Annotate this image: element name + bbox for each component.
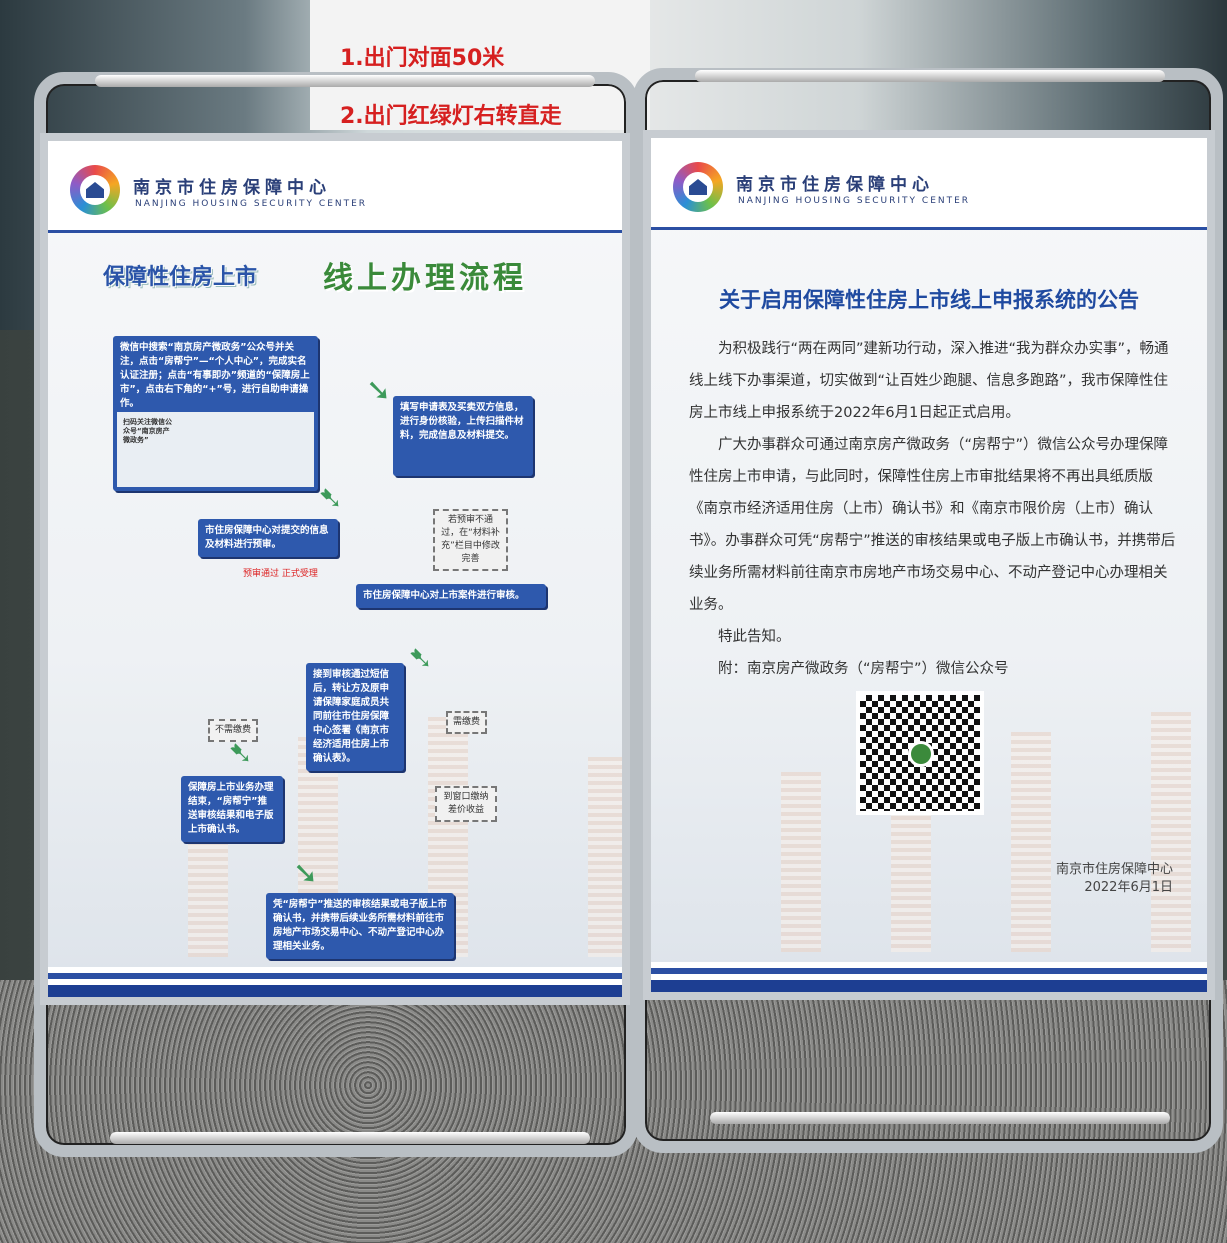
flow-title: 保障性住房上市 — [103, 265, 258, 290]
wechat-qr-code-icon[interactable] — [856, 691, 984, 815]
step-text: 微信中搜索“南京房产微政务”公众号并关注，点击“房帮宁”—“个人中心”，完成实名… — [120, 342, 310, 409]
right-poster: 南京市住房保障中心 NANJING HOUSING SECURITY CENTE… — [643, 130, 1215, 1000]
app-screenshot: 扫码关注微信公众号“南京房产微政务” — [117, 412, 314, 487]
left-poster: 南京市住房保障中心 NANJING HOUSING SECURITY CENTE… — [40, 133, 630, 1005]
paragraph: 特此告知。 — [718, 629, 791, 645]
paragraph: 广大办事群众可通过南京房产微政务（“房帮宁”）微信公众号办理保障性住房上市申请，… — [689, 437, 1176, 613]
scan-caption: 扫码关注微信公众号“南京房产微政务” — [123, 418, 172, 444]
step-3: 市住房保障中心对提交的信息及材料进行预审。 — [198, 519, 338, 557]
direction-line-2: 2.出门红绿灯右转直走 — [340, 104, 562, 129]
building — [588, 757, 622, 957]
housing-logo-icon — [673, 162, 723, 212]
poster-footer-stripe — [48, 967, 622, 997]
step-2: 填写申请表及买卖双方信息，进行身份核验，上传扫描件材料，完成信息及材料提交。 — [393, 396, 533, 476]
building — [1011, 732, 1051, 952]
step-4: 市住房保障中心对上市案件进行审核。 — [356, 584, 546, 608]
building — [1151, 712, 1191, 952]
housing-logo-icon — [70, 165, 120, 215]
flow-subtitle: 线上办理流程 — [323, 261, 527, 296]
pay-note: 到窗口缴纳差价收益 — [435, 786, 497, 822]
reject-note: 若预审不通过，在“材料补充”栏目中修改完善 — [433, 509, 508, 571]
date: 2022年6月1日 — [1084, 880, 1173, 895]
step-text: 保障房上市业务办理结束，“房帮宁”推送审核结果和电子版上市确认书。 — [188, 782, 274, 835]
stand-bar — [95, 75, 595, 87]
arrow-icon: ➷ — [408, 641, 434, 676]
arrow-icon: ➷ — [228, 736, 254, 771]
stand-bar — [110, 1132, 590, 1144]
no-fee-note: 不需缴费 — [208, 719, 259, 742]
step-1: 微信中搜索“南京房产微政务”公众号并关注，点击“房帮宁”—“个人中心”，完成实名… — [113, 336, 318, 491]
building — [891, 792, 931, 952]
step-text: 凭“房帮宁”推送的审核结果或电子版上市确认书，并携带后续业务所需材料前往市房地产… — [273, 899, 447, 952]
granite-floor — [0, 980, 1227, 1243]
announcement-title: 关于启用保障性住房上市线上申报系统的公告 — [719, 288, 1139, 312]
paragraph: 为积极践行“两在两同”建新功行动，深入推进“我为群众办实事”，畅通线上线下办事渠… — [689, 341, 1169, 421]
step-text: 填写申请表及买卖双方信息，进行身份核验，上传扫描件材料，完成信息及材料提交。 — [400, 402, 524, 441]
signature-block: 南京市住房保障中心 2022年6月1日 — [1056, 861, 1173, 897]
stand-bar — [710, 1112, 1170, 1124]
arrow-icon: ➘ — [293, 856, 319, 891]
paragraph: 附：南京房产微政务（“房帮宁”）微信公众号 — [718, 661, 1009, 677]
arrow-icon: ➷ — [318, 481, 344, 516]
pass-label: 预审通过 正式受理 — [243, 569, 318, 579]
building — [781, 772, 821, 952]
fee-note: 需缴费 — [446, 711, 488, 734]
step-6: 保障房上市业务办理结束，“房帮宁”推送审核结果和电子版上市确认书。 — [181, 776, 283, 842]
signature: 南京市住房保障中心 — [1055, 862, 1173, 877]
step-text: 市住房保障中心对提交的信息及材料进行预审。 — [205, 525, 329, 550]
step-text: 市住房保障中心对上市案件进行审核。 — [363, 590, 525, 601]
announcement-body: 为积极践行“两在两同”建新功行动，深入推进“我为群众办实事”，畅通线上线下办事渠… — [689, 333, 1177, 685]
step-text: 接到审核通过短信后，转让方及原申请保障家庭成员共同前往市住房保障中心签署《南京市… — [313, 669, 390, 764]
direction-sign: 1.出门对面50米 2.出门红绿灯右转直走 — [310, 0, 650, 130]
org-name-cn: 南京市住房保障中心 — [736, 175, 934, 195]
direction-line-1: 1.出门对面50米 — [340, 46, 505, 71]
org-name-cn: 南京市住房保障中心 — [133, 178, 331, 198]
stand-bar — [695, 70, 1165, 82]
poster-header: 南京市住房保障中心 NANJING HOUSING SECURITY CENTE… — [48, 141, 622, 233]
poster-footer-stripe — [651, 962, 1207, 992]
step-5: 接到审核通过短信后，转让方及原申请保障家庭成员共同前往市住房保障中心签署《南京市… — [306, 663, 404, 771]
org-name-en: NANJING HOUSING SECURITY CENTER — [738, 196, 971, 206]
poster-header: 南京市住房保障中心 NANJING HOUSING SECURITY CENTE… — [651, 138, 1207, 230]
step-7: 凭“房帮宁”推送的审核结果或电子版上市确认书，并携带后续业务所需材料前往市房地产… — [266, 893, 454, 959]
org-name-en: NANJING HOUSING SECURITY CENTER — [135, 199, 368, 209]
arrow-icon: ➘ — [366, 373, 392, 408]
